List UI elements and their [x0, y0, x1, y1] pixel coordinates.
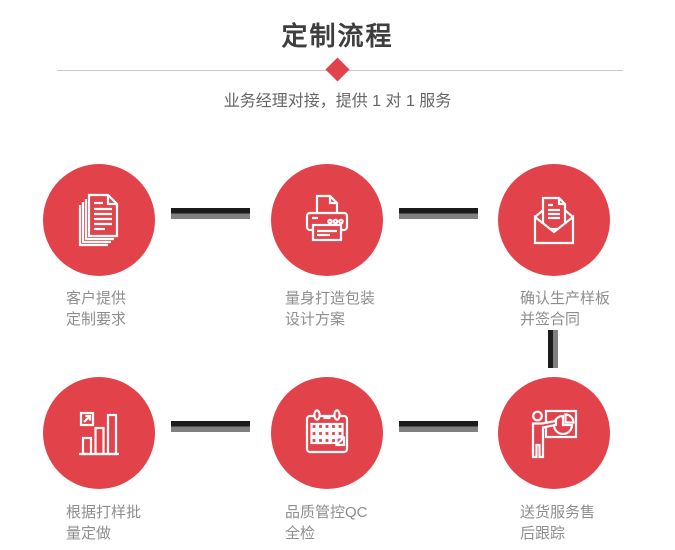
step-label-delivery-tracking: 送货服务售 后跟踪 — [520, 502, 595, 544]
connector-bar — [171, 208, 250, 219]
page-subtitle: 业务经理对接，提供 1 对 1 服务 — [223, 93, 452, 110]
step-label-line: 根据打样批 — [66, 504, 142, 521]
envelope-icon — [533, 196, 575, 245]
diamond-marker-icon — [325, 57, 350, 82]
step-label-quality-control: 品质管控QC 全检 — [285, 502, 368, 544]
step-label-line: 设计方案 — [285, 311, 346, 328]
step-circle-quality-control — [271, 377, 383, 489]
bar-chart-icon — [79, 411, 119, 456]
step-label-sample-contract: 确认生产样板 并签合同 — [520, 288, 610, 330]
step-label-line: 并签合同 — [520, 311, 581, 328]
step-circle-sample-contract — [498, 164, 610, 276]
step-label-line: 量身打造包装 — [285, 290, 376, 307]
connector-bar — [399, 208, 478, 219]
step-label-line: 确认生产样板 — [520, 290, 611, 307]
step-label-line: 后跟踪 — [520, 525, 566, 542]
step-circle-customer-requirements — [43, 164, 155, 276]
connector-bar-vertical — [548, 330, 558, 368]
calendar-icon — [305, 409, 349, 454]
step-label-line: 全检 — [285, 525, 316, 542]
step-label-line: 量定做 — [66, 525, 112, 542]
printer-icon — [305, 194, 349, 242]
step-circle-delivery-tracking — [498, 377, 610, 489]
connector-bar — [399, 421, 478, 432]
step-label-line: 品质管控QC — [285, 504, 368, 521]
step-label-line: 送货服务售 — [520, 504, 596, 521]
step-circle-batch-production — [43, 377, 155, 489]
step-label-line: 定制要求 — [66, 311, 127, 328]
step-label-customer-requirements: 客户提供 定制要求 — [66, 288, 126, 330]
step-label-line: 客户提供 — [66, 290, 127, 307]
connector-bar — [171, 421, 250, 432]
documents-icon — [78, 193, 119, 247]
step-circle-packaging-design — [271, 164, 383, 276]
step-label-batch-production: 根据打样批 量定做 — [66, 502, 141, 544]
step-label-packaging-design: 量身打造包装 设计方案 — [285, 288, 375, 330]
page-title: 定制流程 — [281, 21, 394, 51]
presentation-icon — [531, 409, 578, 459]
